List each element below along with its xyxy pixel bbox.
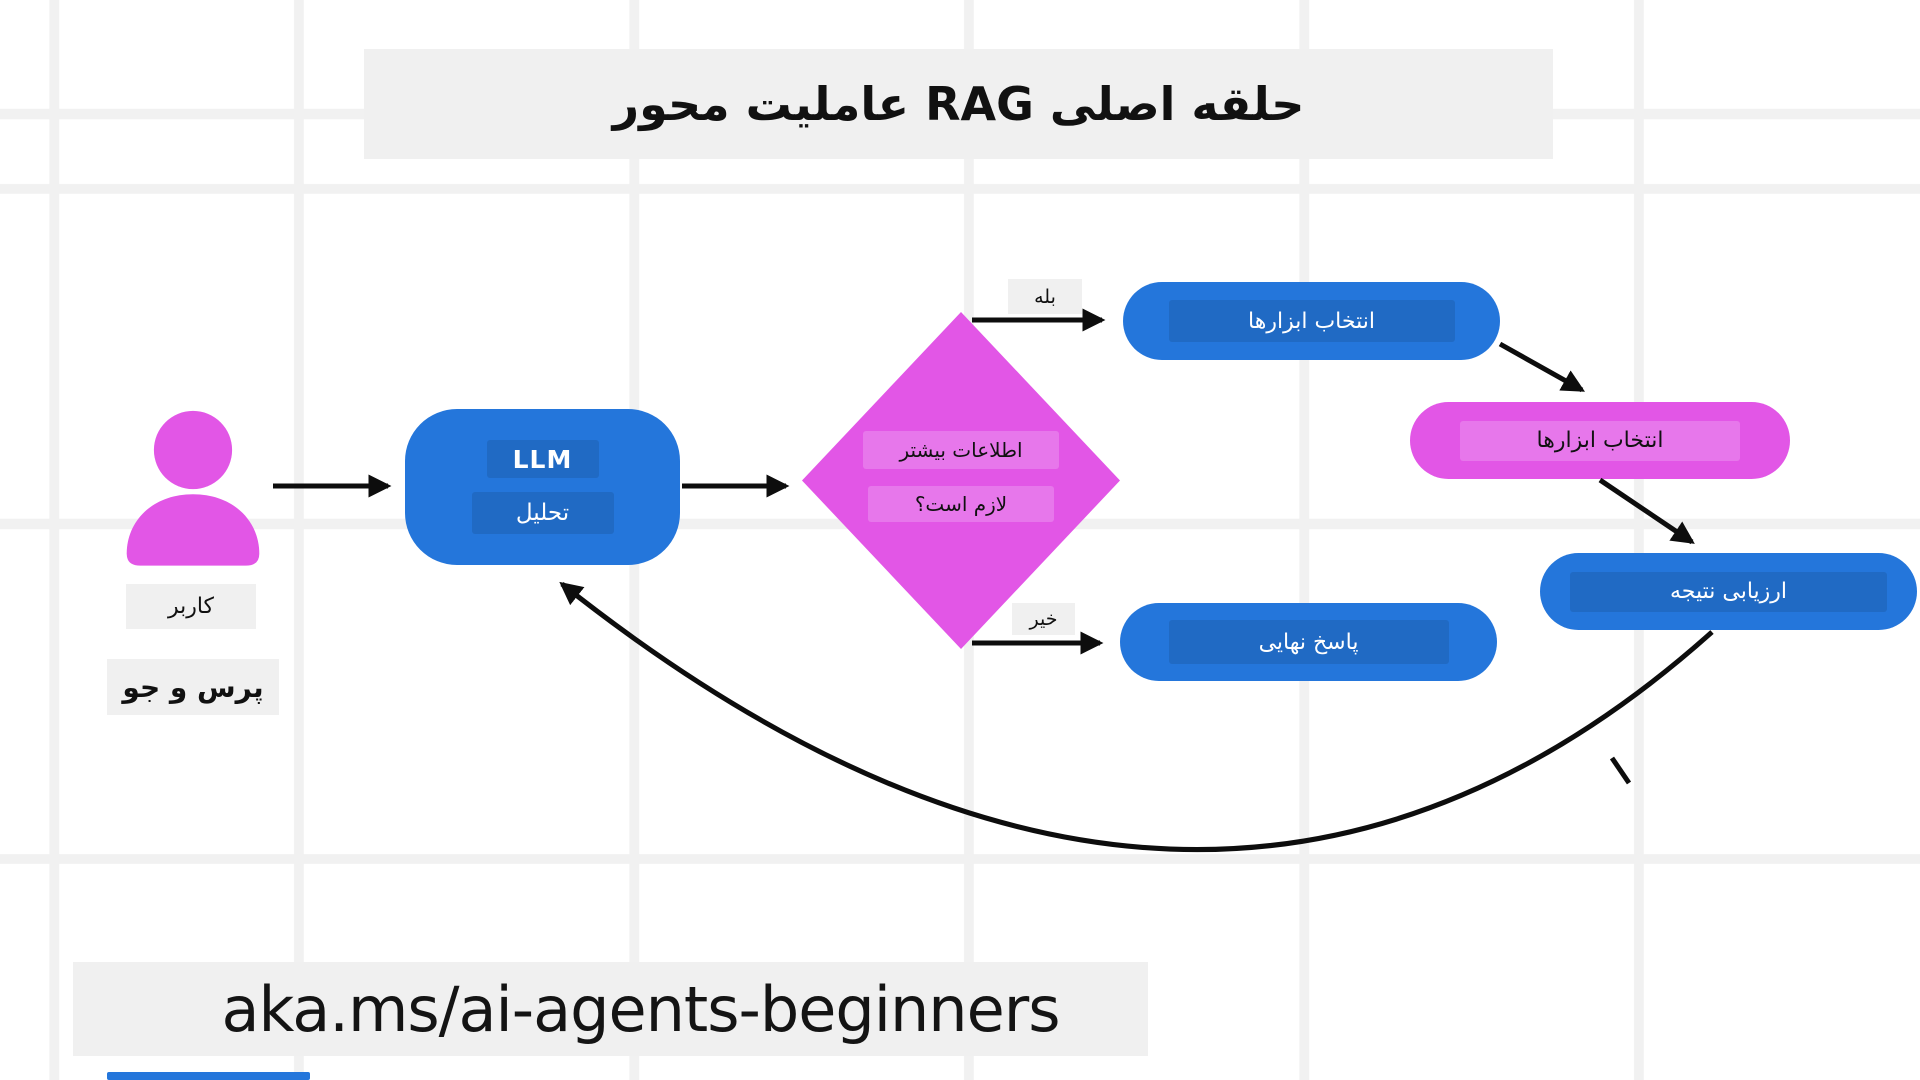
diagram-title-text: حلقه اصلی RAG عاملیت محور xyxy=(612,77,1305,131)
llm-node: LLM تحلیل xyxy=(405,409,680,565)
diagram-title: حلقه اصلی RAG عاملیت محور xyxy=(364,49,1553,159)
decision-text-line2: لازم است؟ xyxy=(868,486,1054,522)
call-tools-node: انتخاب ابزارها xyxy=(1410,402,1790,479)
yes-edge-label: بله xyxy=(1008,279,1082,314)
select-tools-label: انتخاب ابزارها xyxy=(1168,300,1455,342)
llm-node-title: LLM xyxy=(486,440,599,478)
user-icon xyxy=(126,410,260,566)
user-query-label: پرس و جو xyxy=(107,659,279,715)
final-answer-label: پاسخ نهایی xyxy=(1168,620,1449,664)
bottom-accent-bar xyxy=(107,1072,310,1080)
call-tools-label: انتخاب ابزارها xyxy=(1460,420,1740,461)
evaluate-result-node: ارزیابی نتیجه xyxy=(1540,553,1917,630)
no-edge-label: خیر xyxy=(1012,603,1075,635)
user-label: کاربر xyxy=(126,584,256,629)
evaluate-result-label: ارزیابی نتیجه xyxy=(1570,571,1887,612)
decision-text-line1: اطلاعات بیشتر xyxy=(863,431,1059,469)
select-tools-node: انتخاب ابزارها xyxy=(1123,282,1500,360)
footer-link: aka.ms/ai-agents-beginners xyxy=(73,962,1148,1056)
llm-node-subtitle: تحلیل xyxy=(471,492,614,534)
final-answer-node: پاسخ نهایی xyxy=(1120,603,1497,681)
